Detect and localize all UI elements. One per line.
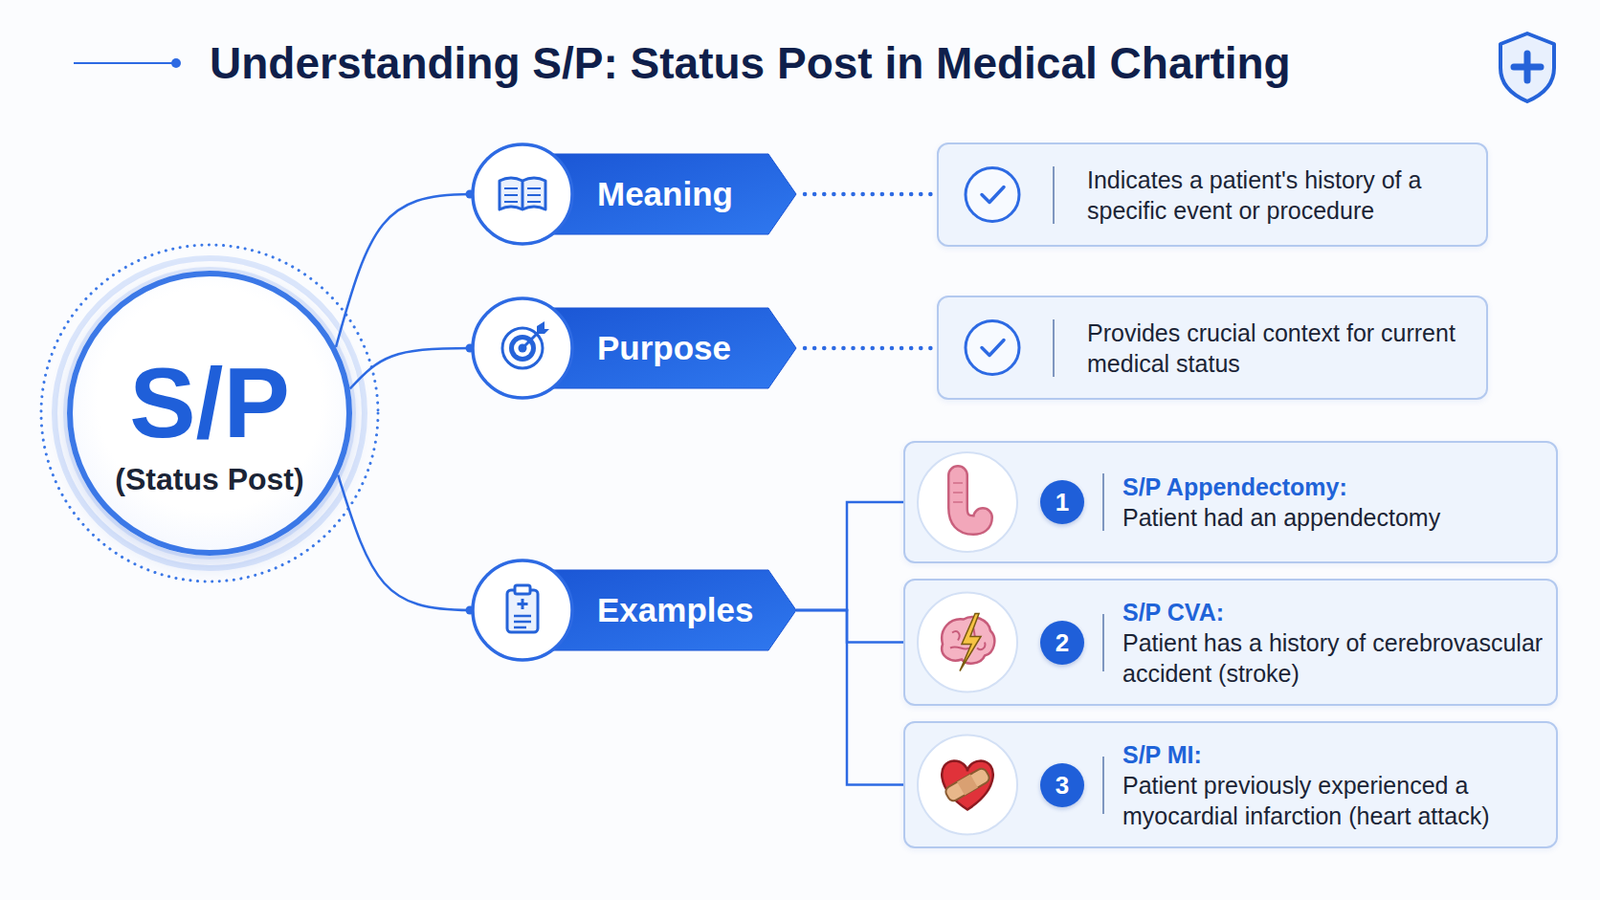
check-icon-part	[981, 187, 1004, 203]
bracket-connector	[796, 610, 904, 786]
example-title: S/P Appendectomy:	[1122, 471, 1544, 503]
example-illustration-part	[917, 735, 1018, 836]
shield-icon	[1500, 33, 1555, 102]
example-illustration	[905, 443, 1040, 566]
example-illustration-part	[917, 452, 1018, 553]
pill-shape-part	[507, 590, 538, 633]
example-illustration-part	[941, 761, 994, 811]
check-icon-part	[965, 321, 1020, 376]
example-illustration-part	[943, 767, 992, 804]
separator-line	[1052, 319, 1055, 378]
check-icon-part	[965, 168, 1020, 223]
glow-ring	[54, 258, 365, 569]
text-block: S/P Appendectomy:Patient had an appendec…	[1122, 471, 1544, 534]
example-illustration-part	[943, 767, 992, 804]
hub-label: S/P	[129, 353, 290, 453]
example-illustration-part	[941, 761, 994, 811]
text-block: Indicates a patient's history of a speci…	[1087, 164, 1461, 226]
example-box: S/P CVA:Patient has a history of cerebro…	[903, 578, 1558, 707]
check-icon	[938, 144, 1054, 249]
dotted-connector	[804, 192, 935, 198]
branch-pill: Examples	[469, 557, 798, 664]
check-icon-part	[965, 321, 1020, 376]
example-illustration-part	[953, 475, 983, 526]
pill-shape-part	[504, 188, 541, 202]
dotted-ring	[41, 244, 378, 582]
text-block: S/P MI:Patient previously experienced a …	[1122, 739, 1544, 832]
example-title: S/P CVA:	[1122, 597, 1544, 628]
hub-circle: S/P (Status Post)	[66, 270, 353, 556]
pill-shape-part	[499, 177, 546, 210]
pill-shape-part	[514, 585, 531, 595]
number-badge: 1	[1040, 480, 1085, 525]
pill-shape-part	[536, 321, 550, 334]
example-text: Patient had an appendectomy	[1122, 502, 1544, 534]
example-illustration-part	[959, 614, 981, 672]
shield-outline	[1500, 33, 1555, 102]
callout-number: 3	[1055, 773, 1069, 799]
branch-pill: Purpose	[469, 295, 798, 401]
branch-connector	[350, 348, 470, 389]
separator-line	[1102, 614, 1105, 672]
bracket-connector	[796, 610, 904, 644]
dotted-connector	[804, 346, 935, 352]
title-rule	[73, 62, 176, 65]
pill-shape-part	[521, 180, 525, 210]
pill-shape-part	[499, 177, 546, 210]
detail-box: Provides crucial context for current med…	[936, 295, 1489, 400]
example-illustration-part	[941, 614, 995, 672]
text-block: S/P CVA:Patient has a history of cerebro…	[1122, 597, 1544, 689]
example-box: S/P Appendectomy:Patient had an appendec…	[903, 441, 1558, 564]
check-icon-part	[965, 168, 1020, 223]
detail-text: Indicates a patient's history of a speci…	[1087, 164, 1461, 226]
diagram-title: Understanding S/P: Status Post in Medica…	[209, 37, 1291, 89]
branch-connector	[337, 475, 470, 611]
detail-box: Indicates a patient's history of a speci…	[936, 142, 1489, 247]
detail-text: Provides crucial context for current med…	[1087, 317, 1461, 379]
separator-line	[1102, 473, 1105, 532]
example-illustration	[905, 723, 1040, 851]
branch-label: Meaning	[597, 175, 734, 214]
pill-shape-part	[507, 585, 538, 633]
pill-shape-part	[513, 616, 532, 628]
hub-subtitle: (Status Post)	[114, 461, 304, 498]
number-badge: 2	[1040, 621, 1085, 666]
branch-label: Purpose	[597, 329, 732, 368]
example-illustration-part	[956, 775, 978, 797]
shield-cross	[1513, 53, 1541, 81]
pill-shape-part	[517, 599, 529, 610]
number-badge: 3	[1040, 763, 1085, 808]
example-illustration-part	[917, 593, 1018, 693]
bracket-connector	[796, 502, 904, 611]
pill-shape-part	[502, 328, 543, 369]
example-illustration	[905, 580, 1040, 709]
text-block: Provides crucial context for current med…	[1087, 317, 1461, 379]
separator-line	[1102, 756, 1105, 815]
callout-number: 1	[1055, 489, 1069, 515]
example-illustration-part	[953, 483, 963, 503]
example-box: S/P MI:Patient previously experienced a …	[903, 721, 1558, 849]
pill-shape-part	[472, 298, 573, 399]
title-rule-dot	[171, 58, 181, 68]
pill-shape-part	[502, 321, 550, 369]
separator-line	[1052, 166, 1055, 224]
callout-number: 2	[1055, 630, 1069, 656]
branch-pill: Meaning	[469, 141, 798, 247]
pill-shape-part	[472, 144, 573, 245]
example-text: Patient previously experienced a myocard…	[1122, 770, 1544, 832]
check-icon	[938, 297, 1054, 402]
example-title: S/P MI:	[1122, 739, 1544, 771]
branch-connector	[335, 194, 470, 348]
branch-label: Examples	[597, 591, 754, 630]
example-text: Patient has a history of cerebrovascular…	[1122, 627, 1544, 689]
pill-shape-part	[472, 560, 573, 661]
check-icon-part	[981, 340, 1004, 356]
